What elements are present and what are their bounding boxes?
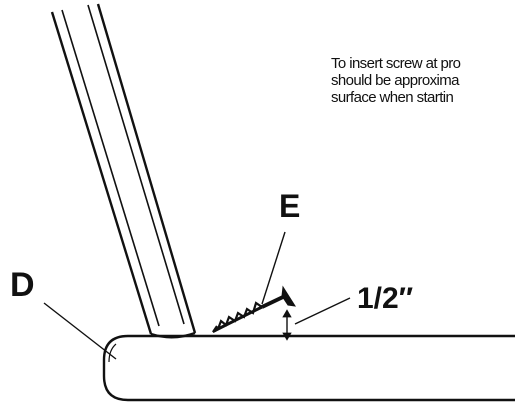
dimension-arrowhead-bottom bbox=[282, 332, 292, 341]
upright-tube bbox=[50, 3, 197, 339]
instruction-line-1: To insert screw at pro bbox=[331, 55, 461, 72]
tube-inner-right-edge bbox=[87, 4, 185, 325]
screw-shank bbox=[261, 295, 284, 309]
base-rounded-end bbox=[102, 334, 515, 402]
dimension-arrowhead-top bbox=[282, 309, 292, 318]
base-end-highlight bbox=[108, 343, 117, 363]
screw-core bbox=[213, 305, 263, 333]
base-part-d bbox=[102, 334, 515, 402]
leader-line-d bbox=[43, 302, 117, 360]
screw-head bbox=[281, 285, 297, 307]
dimension-arrow bbox=[282, 309, 292, 341]
callout-label-e: E bbox=[279, 188, 301, 224]
instruction-line-2: should be approxima bbox=[331, 72, 459, 89]
tube-outer-right-edge bbox=[96, 3, 197, 334]
leader-line-e bbox=[261, 231, 286, 305]
leader-lines bbox=[43, 231, 351, 360]
tube-inner-left-edge bbox=[61, 9, 160, 327]
callout-label-d: D bbox=[10, 266, 35, 304]
dimension-label: 1/2″ bbox=[357, 282, 414, 315]
tube-outer-left-edge bbox=[50, 11, 153, 335]
leader-line-dimension bbox=[294, 297, 351, 325]
instruction-text: To insert screw at pro should be approxi… bbox=[331, 55, 515, 106]
screw-e bbox=[212, 285, 297, 333]
instruction-line-3: surface when startin bbox=[331, 89, 454, 106]
